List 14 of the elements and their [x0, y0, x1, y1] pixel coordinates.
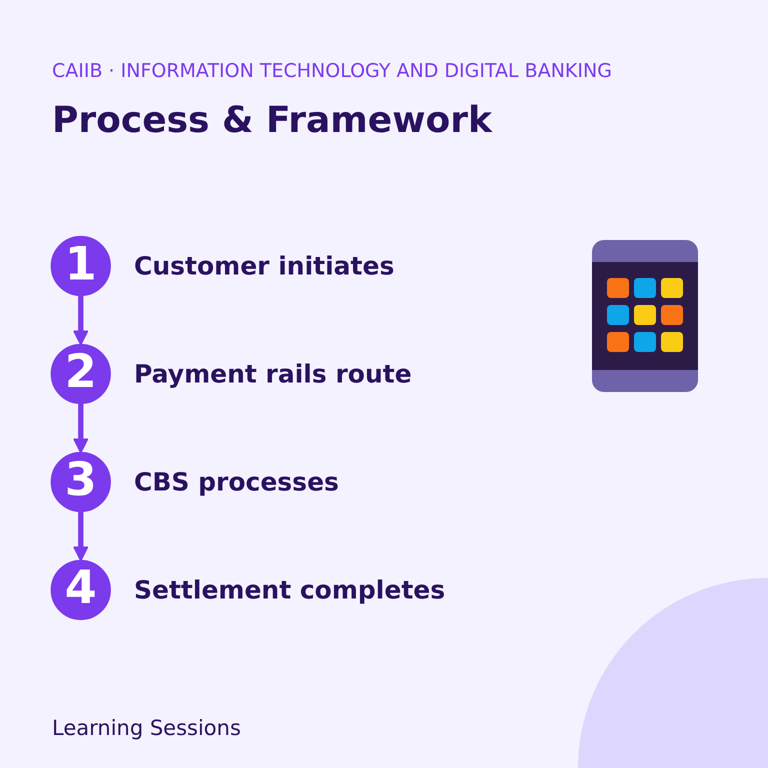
step-label: Payment rails route	[134, 359, 412, 388]
node-circle: 1	[50, 236, 111, 296]
step-label: CBS processes	[134, 467, 339, 496]
step-label: Settlement completes	[134, 575, 446, 604]
arrow	[73, 511, 89, 562]
node-circle: 3	[50, 452, 111, 512]
step-label: Customer initiates	[134, 252, 394, 280]
title: Process & Framework	[52, 100, 492, 141]
subject-heading: CAIIB · INFORMATION TECHNOLOGY AND DIGITAL BANKING	[52, 60, 612, 82]
node-circle: 4	[50, 560, 111, 620]
node-circle: 2	[50, 344, 111, 404]
footer-text: Learning Sessions	[52, 716, 241, 740]
arrow	[73, 295, 89, 346]
arrow	[73, 403, 89, 454]
